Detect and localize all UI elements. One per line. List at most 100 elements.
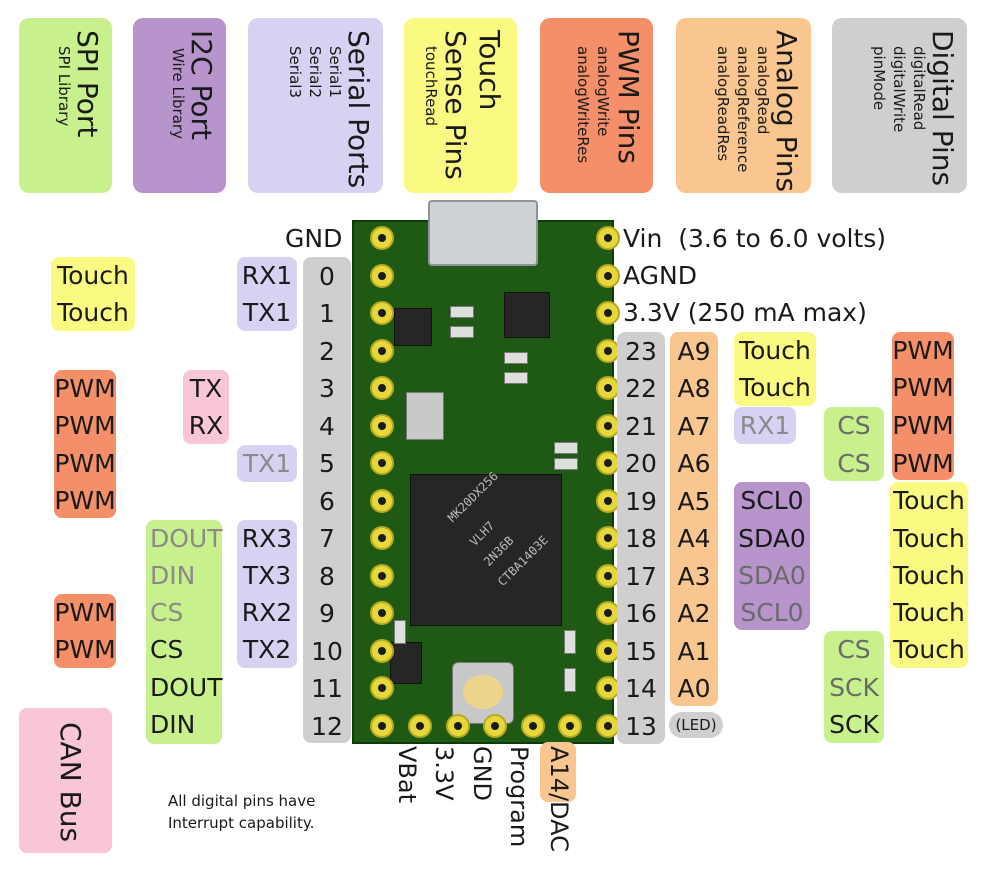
small-chip-1 [394,308,432,346]
analog-pin-label: A6 [677,449,711,478]
legend-serial-sub1: Serial1 [326,46,344,98]
left-pwm-bottom-box [54,594,116,668]
analog-pin-label: A8 [677,374,711,403]
analog-pin-label: A3 [677,561,711,591]
legend-touch-title: Touch Sense Pins [439,30,506,180]
pin-hole [596,526,620,550]
smd-1 [450,306,474,318]
tx1-alt-box [237,445,297,482]
usb-connector [428,200,538,266]
right-touch-22: Touch [739,373,811,402]
left-pwm-5: PWM [54,449,116,478]
left-pin-number: 8 [319,561,335,591]
left-pwm-3: PWM [54,374,116,403]
program-button[interactable] [452,662,514,724]
bottom-program: Program [505,746,533,848]
legend-analog-sub1: analogRead [754,46,772,135]
left-pin-number: 6 [319,486,335,516]
legend-digital-sub2: digitalWrite [890,46,908,133]
legend-pwm-sub1: analogWrite [594,46,612,137]
bottom-dac: A14/DAC [545,746,573,852]
right-sda0-alt: SDA0 [738,561,806,590]
legend-analog-sub2: analogReference [734,46,752,173]
legend-digital-sub3: pinMode [870,46,888,111]
legend-i2c-title: I2C Port [185,30,218,141]
right-pin-column [617,332,665,744]
pin-hole [445,714,470,738]
legend-serial-sub2: Serial2 [306,46,324,98]
right-cs-top-box [824,407,884,481]
right-scl0-alt: SCL0 [740,598,804,627]
right-pin-number: 22 [625,374,657,403]
right-touch-15: Touch [893,635,965,664]
legend-spi-sub: SPI Library [55,46,73,127]
right-cs-20: CS [837,449,871,478]
right-pin-number: 15 [625,636,657,666]
smd-3 [504,352,528,364]
pin-hole [558,714,582,738]
led-badge [669,712,723,738]
pin-hole [596,638,620,663]
left-touch-box [51,257,135,331]
smd-9 [394,620,406,644]
left-pwm-10: PWM [54,635,116,664]
left-pin-number: 2 [319,336,335,366]
pin-hole [370,413,394,438]
left-tx3: TX3 [242,561,292,590]
analog-pin-label: A2 [677,599,711,628]
left-pwm-6: PWM [54,486,116,515]
pin-hole [370,301,394,325]
dac-box [540,742,576,802]
pin-hole [408,714,432,738]
chip-label-2: VLH7 [467,518,498,549]
left-rx1: RX1 [241,261,293,290]
left-rx2: RX2 [241,598,293,627]
smd-8 [564,668,576,692]
smd-4 [504,372,528,384]
left-spi-dout: DOUT [150,673,223,702]
pin-hole [596,226,620,250]
right-pin-number: 19 [625,486,657,516]
pin-hole [370,526,394,550]
right-pin-number: 18 [625,524,657,553]
pin-hole [370,601,394,625]
left-pin-number: 3 [319,374,335,403]
pin-hole [596,301,620,325]
left-pin-number: 10 [311,636,343,666]
right-touch-23: Touch [739,336,811,365]
right-touch-17: Touch [893,561,965,590]
left-pin-number: 1 [319,299,335,328]
led-label: (LED) [675,716,717,734]
small-chip-2 [504,292,550,338]
analog-pin-label: A0 [677,674,711,703]
legend-serial-title: Serial Ports [342,30,375,189]
interrupt-note-2: Interrupt capability. [168,814,315,832]
right-pwm-21: PWM [892,411,954,440]
smd-5 [554,442,578,454]
right-pin-number: 23 [625,336,657,366]
right-pin-number: 21 [625,411,657,441]
right-touch-18: Touch [893,524,965,553]
right-cs-15: CS [837,635,871,664]
left-pin-number: 12 [311,711,343,741]
left-pin-number: 11 [311,674,343,703]
interrupt-note-1: All digital pins have [168,792,316,810]
pin-hole [596,563,620,588]
left-pin-number: 7 [319,524,335,553]
left-tx1: TX1 [242,298,292,327]
right-touch-19: Touch [893,486,965,515]
pin-hole [370,563,394,588]
right-rx1-box [734,407,796,444]
pin-hole [370,338,394,363]
left-pin-column [303,257,351,743]
analog-pin-label: A9 [677,336,711,366]
chip-label-1: MK20DX256 [445,469,501,525]
legend-pwm-title: PWM Pins [612,30,645,165]
analog-pin-label: A7 [677,411,711,441]
teensy-board: MK20DX256 VLH7 2N36B CTBA1403E [352,200,614,744]
pin-hole [370,488,394,513]
crystal [406,392,444,440]
pin-hole [370,451,394,475]
legend-i2c-sub: Wire Library [169,48,187,139]
right-touch-16: Touch [893,598,965,627]
